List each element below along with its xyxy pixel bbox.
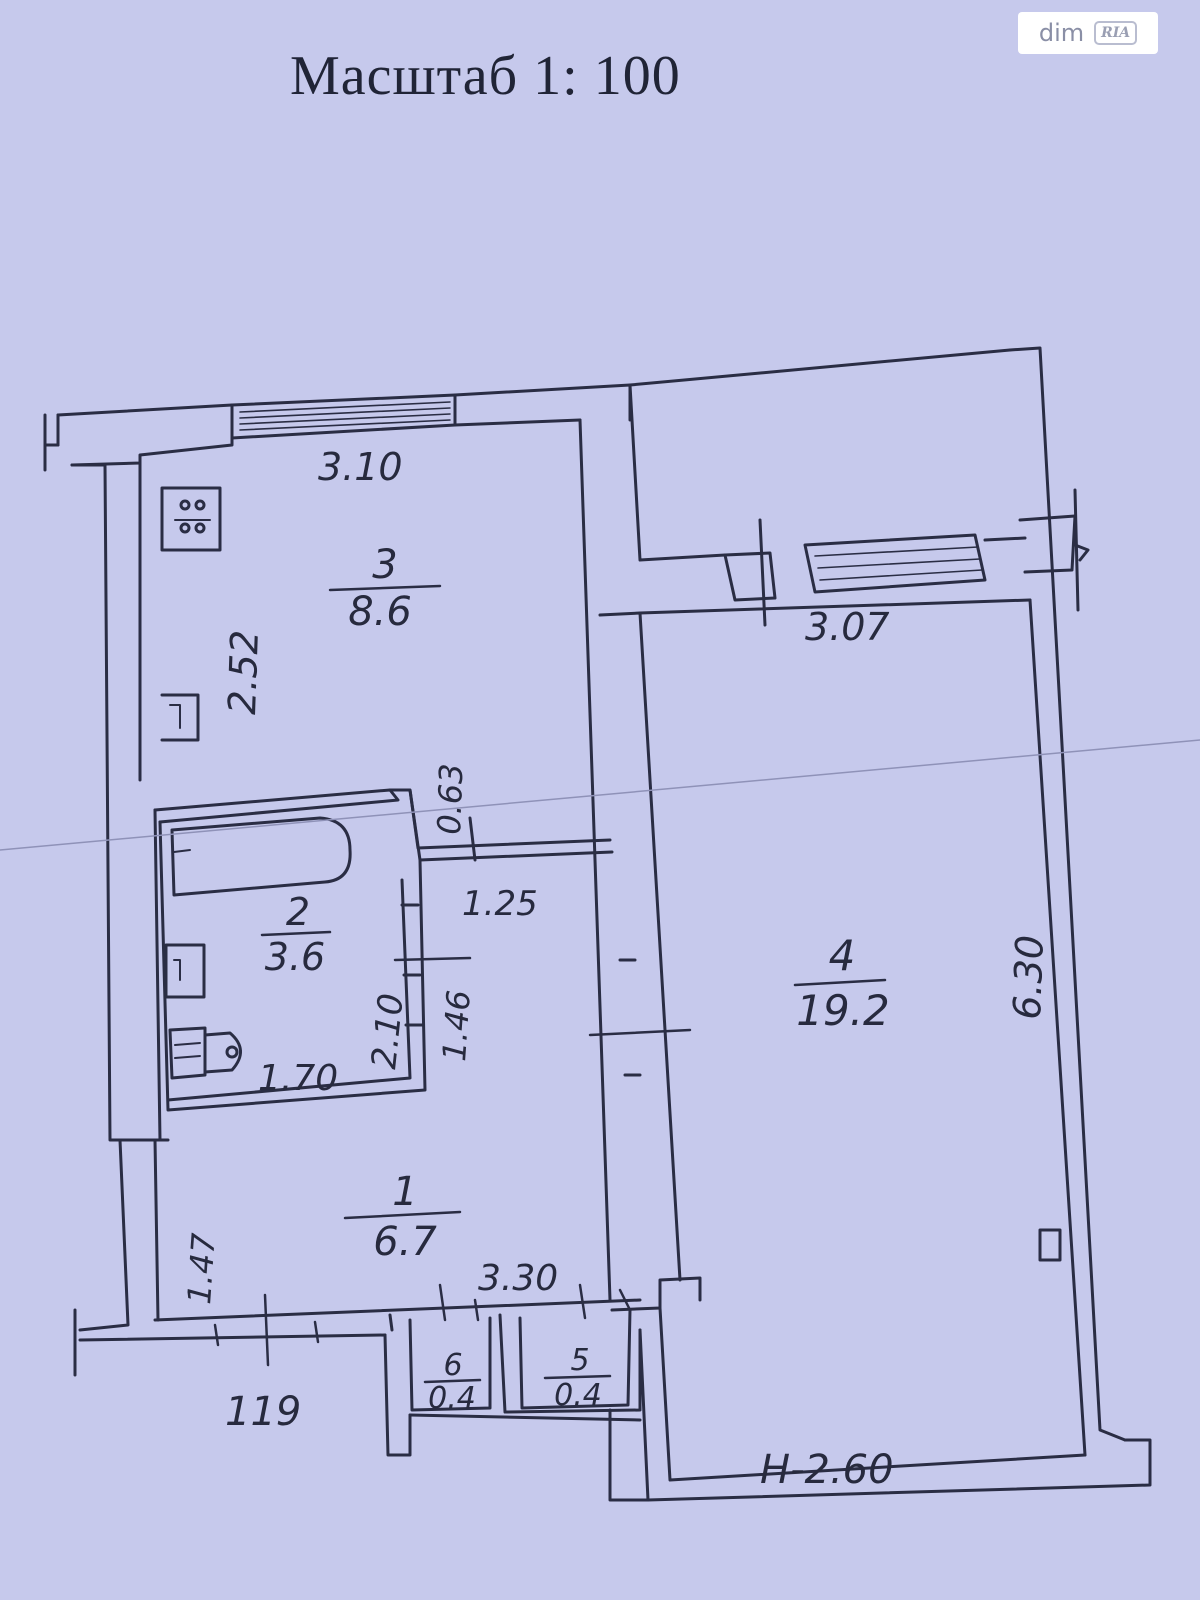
ceiling-height: H-2.60 <box>760 1447 894 1493</box>
dim-3-10: 3.10 <box>318 445 403 489</box>
scan-line <box>0 739 1200 851</box>
bathroom-walls <box>153 788 642 1142</box>
dim-3-30: 3.30 <box>478 1258 558 1299</box>
bathtub <box>170 816 352 897</box>
dim-0-63: 0.63 <box>430 763 470 836</box>
room-4-number: 4 <box>829 931 856 980</box>
wall-ticks <box>213 956 692 1367</box>
dim-2-10: 2.10 <box>364 991 412 1070</box>
room-labels: 3 8.6 2 3.6 1 6.7 4 19.2 6 0.4 5 0.4 <box>265 542 890 1416</box>
scale-label: Масштаб 1: 100 <box>290 45 681 107</box>
dim-6-30: 6.30 <box>1005 934 1052 1020</box>
room-3-number: 3 <box>372 542 397 588</box>
dim-119: 119 <box>225 1389 301 1435</box>
room-2-number: 2 <box>286 890 310 934</box>
toilet <box>168 1026 242 1080</box>
watermark-badge: RIA <box>1094 21 1138 45</box>
room-5-area: 0.4 <box>554 1378 602 1413</box>
room-3-area: 8.6 <box>348 589 412 635</box>
dim-1-47: 1.47 <box>180 1231 223 1305</box>
room-6-number: 6 <box>443 1348 462 1383</box>
dim-2-52: 2.52 <box>220 629 267 715</box>
outer-walls <box>43 346 1152 1502</box>
washbasin <box>164 943 206 999</box>
room-5-number: 5 <box>570 1343 589 1378</box>
room-1-area: 6.7 <box>373 1219 437 1265</box>
kitchen-stove <box>160 486 222 552</box>
room-6-area: 0.4 <box>428 1381 476 1416</box>
dim-3-07: 3.07 <box>805 605 890 649</box>
watermark-brand: dim <box>1038 19 1085 47</box>
dim-1-46: 1.46 <box>435 989 478 1063</box>
room-fraction-lines <box>260 584 887 1384</box>
dim-1-70: 1.70 <box>258 1058 338 1099</box>
room-1-number: 1 <box>392 1169 417 1215</box>
room-2-area: 3.6 <box>265 935 325 979</box>
dim-1-25: 1.25 <box>462 884 538 924</box>
room-4-area: 19.2 <box>796 986 890 1035</box>
dim-ria-watermark: dim RIA <box>1018 12 1158 54</box>
dimension-labels: 3.10 2.52 0.63 1.25 2.10 1.46 1.70 1.47 … <box>180 445 1052 1493</box>
radiator-room-4 <box>1038 1228 1062 1262</box>
kitchen-sink <box>160 693 200 742</box>
